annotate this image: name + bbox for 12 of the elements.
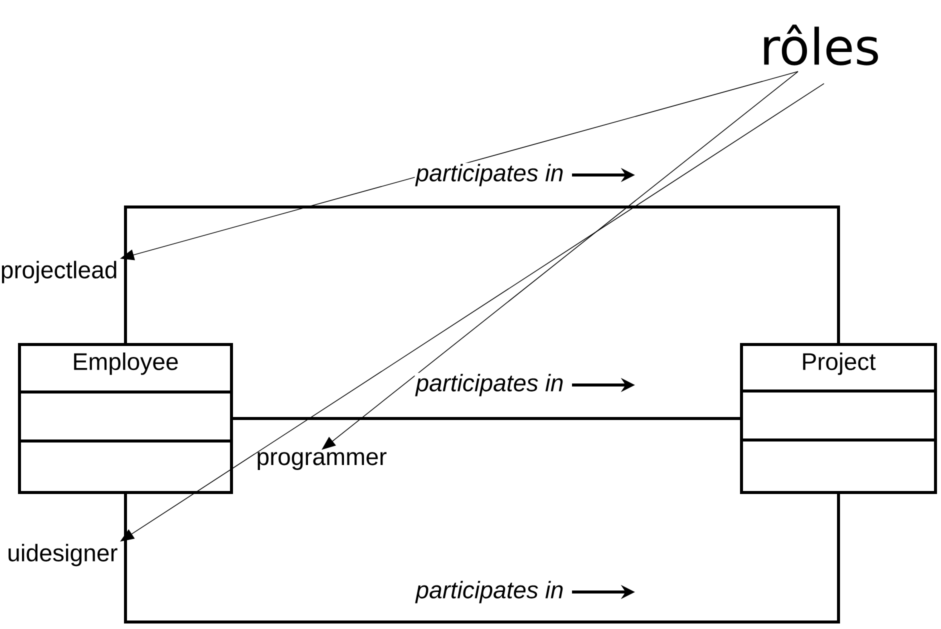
edge-label: participates in (414, 372, 565, 398)
association-line (124, 206, 840, 343)
edge-label: participates in (414, 580, 565, 604)
association-line (233, 417, 740, 420)
role-name: uidesigner (8, 544, 118, 566)
role-name: programmer (258, 452, 386, 470)
role-name: projectlead (2, 260, 116, 284)
class-box: Project (740, 343, 938, 494)
association-line (124, 494, 840, 624)
roles-heading: rôles (764, 24, 878, 66)
class-box: Employee (18, 343, 233, 494)
edge-label: participates in (414, 162, 565, 188)
